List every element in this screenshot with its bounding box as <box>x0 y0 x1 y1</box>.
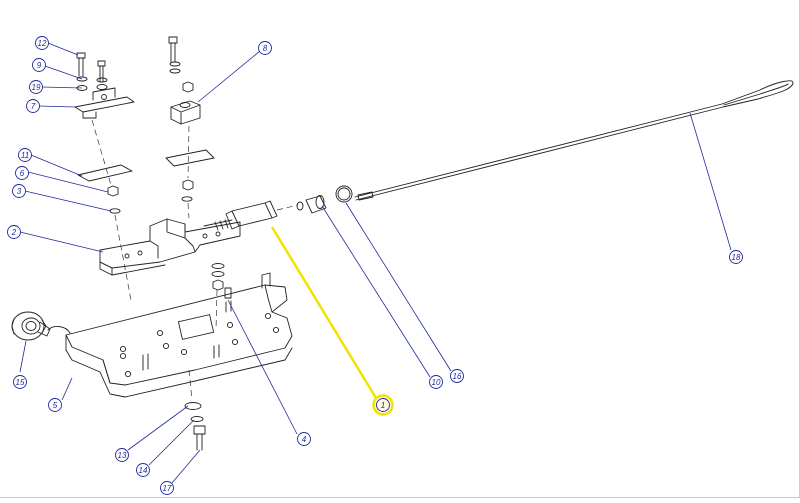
callout-8: 8 <box>258 41 272 55</box>
callout-5: 5 <box>48 398 62 412</box>
callout-label: 19 <box>32 83 41 92</box>
callout-circle <box>13 375 27 389</box>
callout-4: 4 <box>297 432 311 446</box>
callout-circle <box>15 166 29 180</box>
fasteners-bottom <box>184 402 206 451</box>
callout-12: 12 <box>35 36 49 50</box>
callout-label: 17 <box>163 484 172 493</box>
callout-11: 11 <box>18 148 32 162</box>
callout-circle <box>115 448 129 462</box>
callout-label: 14 <box>139 466 148 475</box>
callout-7: 7 <box>26 99 40 113</box>
callout-circle <box>450 369 464 383</box>
callout-16: 16 <box>450 369 464 383</box>
bracket-part-7 <box>74 87 135 119</box>
callout-circle <box>18 148 32 162</box>
callout-circle <box>12 184 26 198</box>
callout-circle <box>258 41 272 55</box>
grommet-part <box>296 195 327 214</box>
callout-10: 10 <box>429 375 443 389</box>
callout-6: 6 <box>15 166 29 180</box>
callout-label: 7 <box>31 102 36 111</box>
cable-actuator-part <box>203 200 278 231</box>
callout-17: 17 <box>160 481 174 495</box>
callout-2: 2 <box>7 225 21 239</box>
callouts: 12 9 19 7 11 6 3 2 8 15 5 13 14 17 4 1 10 16 18 <box>7 36 743 495</box>
highlight-leader-line <box>270 226 378 399</box>
callout-9: 9 <box>32 58 46 72</box>
o-ring-part <box>335 185 353 203</box>
callout-label: 4 <box>302 435 307 444</box>
knob-part <box>11 311 51 341</box>
callout-label: 5 <box>53 401 58 410</box>
callout-15: 15 <box>13 375 27 389</box>
callout-circle <box>32 58 46 72</box>
callout-circle <box>26 99 40 113</box>
bracket-part <box>99 218 241 276</box>
callout-label: 1 <box>381 401 385 410</box>
leader-lines <box>19 42 732 484</box>
callout-label: 16 <box>453 372 462 381</box>
callout-circle <box>429 375 443 389</box>
base-plate-part <box>47 272 293 398</box>
plate-part-right <box>165 149 215 167</box>
callout-circle <box>7 225 21 239</box>
callout-label: 8 <box>263 44 268 53</box>
callout-circle <box>297 432 311 446</box>
callout-circle <box>48 398 62 412</box>
callout-label: 2 <box>11 228 17 237</box>
callout-label: 12 <box>38 39 47 48</box>
callout-circle <box>376 398 390 412</box>
bracket-part-8 <box>170 100 201 125</box>
callout-label: 3 <box>17 187 22 196</box>
plate-part <box>77 164 133 182</box>
callout-label: 10 <box>432 378 441 387</box>
callout-14: 14 <box>136 463 150 477</box>
callout-13: 13 <box>115 448 129 462</box>
callout-circle <box>136 463 150 477</box>
callout-1: 1 <box>372 394 394 416</box>
callout-label: 18 <box>732 253 741 262</box>
callout-circle <box>729 250 743 264</box>
callout-circle <box>160 481 174 495</box>
callout-label: 6 <box>20 169 25 178</box>
callout-label: 11 <box>21 151 29 160</box>
center-lines <box>91 119 299 401</box>
fasteners-center <box>211 263 232 299</box>
callout-label: 15 <box>16 378 25 387</box>
callout-19: 19 <box>29 80 43 94</box>
bolts-left-stack <box>76 52 121 214</box>
callout-3: 3 <box>12 184 26 198</box>
bolts-middle-stack <box>168 36 194 202</box>
callout-circle <box>29 80 43 94</box>
callout-label: 9 <box>37 61 42 70</box>
cable-part <box>354 80 794 201</box>
callout-label: 13 <box>118 451 127 460</box>
callout-18: 18 <box>729 250 743 264</box>
callout-circle <box>35 36 49 50</box>
